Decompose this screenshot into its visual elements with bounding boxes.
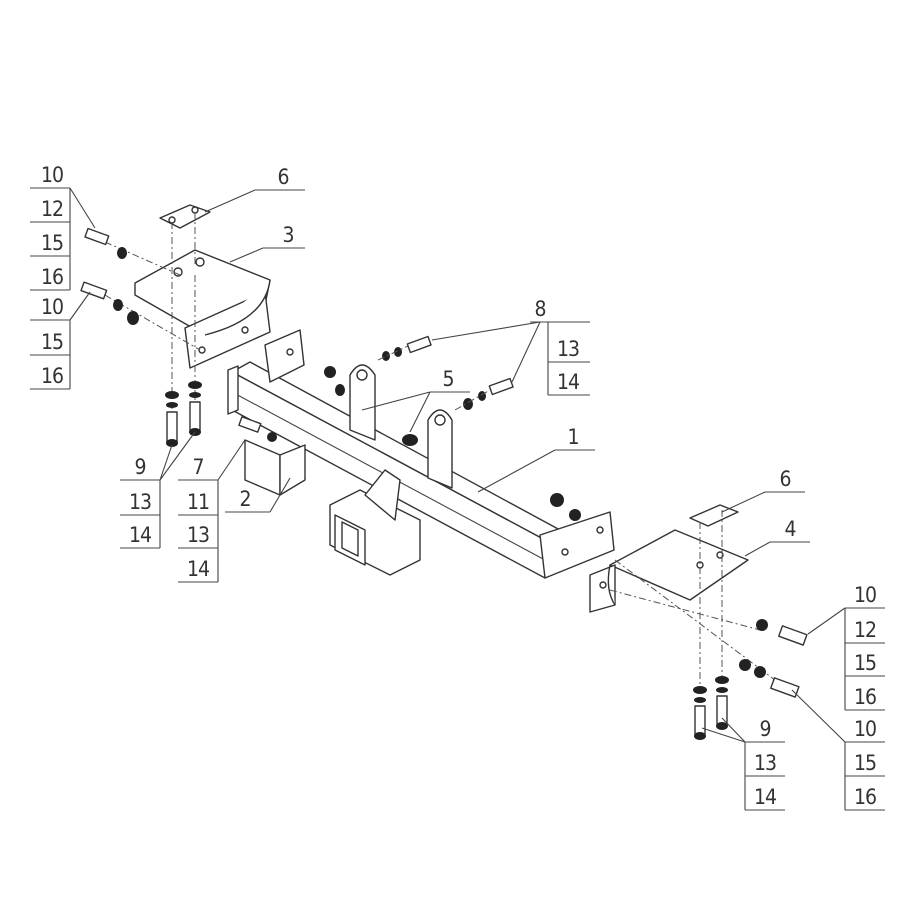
callout-label: 16 (853, 785, 877, 809)
left-vertical-bolts (165, 381, 202, 447)
callout-label: 6 (277, 165, 289, 189)
callout-label: 14 (556, 370, 580, 394)
callout-label: 4 (784, 517, 796, 541)
shackle-brackets (324, 364, 453, 489)
hitch-receiver (329, 469, 421, 576)
callout-label: 2 (239, 487, 251, 511)
callout-label: 11 (186, 490, 210, 514)
callout-label: 9 (134, 455, 146, 479)
callout-label: 5 (442, 367, 454, 391)
callout-label: 1 (567, 425, 579, 449)
callout-label: 13 (186, 523, 210, 547)
callout-label: 10 (40, 295, 64, 319)
callout-label: 12 (853, 618, 877, 642)
right-bolts (693, 619, 808, 740)
callout-label: 15 (853, 751, 877, 775)
callout-label: 15 (853, 651, 877, 675)
left-horizontal-bolts (80, 227, 139, 325)
callout-label: 7 (192, 455, 204, 479)
left-bracket (134, 249, 271, 369)
callout-label: 8 (534, 297, 546, 321)
right-bracket (589, 529, 749, 613)
callout-label: 10 (40, 163, 64, 187)
callout-label: 16 (40, 265, 64, 289)
callout-label: 14 (753, 785, 777, 809)
callout-label: 9 (759, 717, 771, 741)
right-beam-plate (539, 511, 615, 579)
callout-lines (30, 187, 885, 811)
left-beam-plate (264, 329, 305, 383)
callout-label: 16 (40, 364, 64, 388)
left-top-plate (159, 204, 211, 229)
callout-label: 15 (40, 231, 64, 255)
callout-label: 3 (282, 223, 294, 247)
callout-label: 10 (853, 583, 877, 607)
callout-label: 13 (753, 751, 777, 775)
callout-label: 10 (853, 717, 877, 741)
callout-label: 15 (40, 330, 64, 354)
callout-label: 14 (128, 523, 152, 547)
socket-bracket (238, 416, 306, 496)
callout-label: 16 (853, 685, 877, 709)
callout-label: 13 (556, 337, 580, 361)
shackle-bolts (377, 335, 581, 521)
callout-label: 6 (779, 467, 791, 491)
callout-label: 13 (128, 490, 152, 514)
callout-label: 12 (40, 197, 64, 221)
callout-label: 14 (186, 557, 210, 581)
